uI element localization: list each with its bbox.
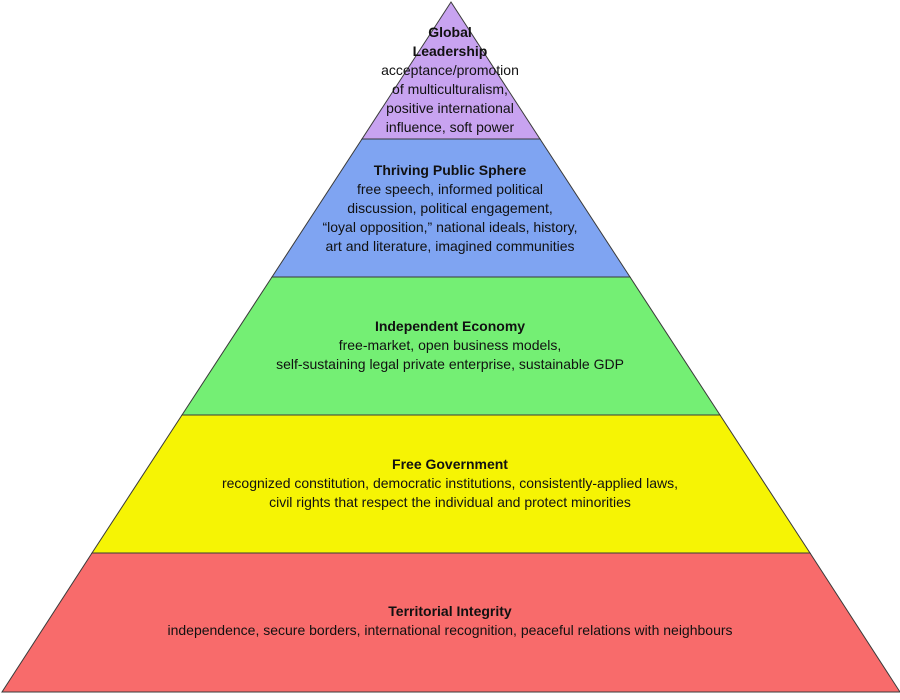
tier-global-leadership-line-3: positive international xyxy=(386,100,514,116)
tier-thriving-public-sphere-line-1: free speech, informed political xyxy=(357,181,543,197)
tier-free-government: Free Government recognized constitution,… xyxy=(100,455,800,512)
tier-territorial-integrity: Territorial Integrity independence, secu… xyxy=(50,602,850,640)
tier-territorial-integrity-title: Territorial Integrity xyxy=(388,603,512,619)
tier-global-leadership-line-2: of multiculturalism, xyxy=(392,81,508,97)
tier-thriving-public-sphere: Thriving Public Sphere free speech, info… xyxy=(200,161,700,256)
tier-independent-economy-line-2: self-sustaining legal private enterprise… xyxy=(276,356,624,372)
tier-free-government-line-1: recognized constitution, democratic inst… xyxy=(221,475,678,491)
tier-territorial-integrity-shape xyxy=(1,552,900,693)
tier-independent-economy: Independent Economy free-market, open bu… xyxy=(150,317,750,374)
tier-global-leadership-title-line-2: Leadership xyxy=(412,43,488,59)
tier-thriving-public-sphere-title: Thriving Public Sphere xyxy=(373,162,527,178)
tier-thriving-public-sphere-line-4: art and literature, imagined communities xyxy=(325,238,575,254)
tier-independent-economy-title: Independent Economy xyxy=(374,318,526,334)
tier-global-leadership-line-4: influence, soft power xyxy=(385,119,515,135)
tier-free-government-title: Free Government xyxy=(392,456,508,472)
tier-territorial-integrity-line-1: independence, secure borders, internatio… xyxy=(167,622,733,638)
tier-global-leadership-title-line-1: Global xyxy=(428,24,472,40)
tier-global-leadership: Global Leadership acceptance/promotion o… xyxy=(300,23,600,137)
tier-thriving-public-sphere-line-2: discussion, political engagement, xyxy=(347,200,553,216)
tier-free-government-line-2: civil rights that respect the individual… xyxy=(269,494,631,510)
tier-independent-economy-line-1: free-market, open business models, xyxy=(338,337,562,353)
tier-thriving-public-sphere-line-3: “loyal opposition,” national ideals, his… xyxy=(322,219,578,235)
tier-global-leadership-line-1: acceptance/promotion xyxy=(381,62,519,78)
